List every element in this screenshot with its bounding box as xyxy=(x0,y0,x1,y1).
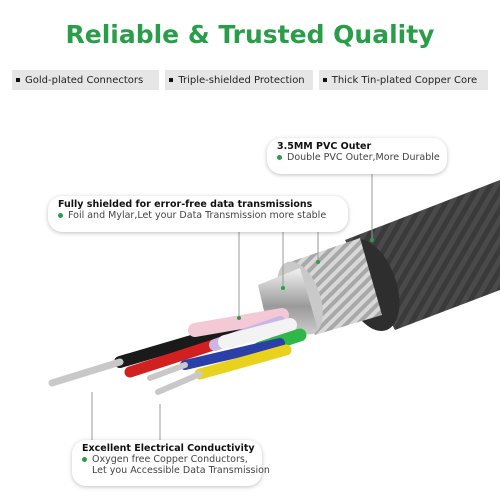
square-bullet-icon xyxy=(322,78,327,82)
callout-conductivity: Excellent Electrical Conductivity Oxygen… xyxy=(72,440,270,486)
feature-tag-connectors: Gold-plated Connectors xyxy=(12,70,160,90)
wire-yellow xyxy=(155,344,292,395)
feature-tag-shielding: Triple-shielded Protection xyxy=(165,70,313,90)
callout-pvc-outer: 3.5MM PVC Outer Double PVC Outer,More Du… xyxy=(267,138,447,174)
callout-heading: 3.5MM PVC Outer xyxy=(277,141,372,152)
feature-bar: Gold-plated Connectors Triple-shielded P… xyxy=(12,70,488,90)
callout-line: Foil and Mylar,Let your Data Transmissio… xyxy=(58,210,338,221)
callout-line: Let you Accessible Data Transmission xyxy=(92,465,270,476)
feature-label: Gold-plated Connectors xyxy=(25,74,144,86)
wire-blue xyxy=(147,338,285,381)
callout-shielding: Fully shielded for error-free data trans… xyxy=(48,196,348,232)
feature-label: Triple-shielded Protection xyxy=(178,74,305,86)
feature-label: Thick Tin-plated Copper Core xyxy=(331,74,478,86)
green-bullet-icon xyxy=(58,213,63,218)
callout-line: Oxygen free Copper Conductors, xyxy=(82,454,252,465)
green-bullet-icon xyxy=(277,155,282,160)
wire-white xyxy=(218,318,297,349)
callout-leaders xyxy=(91,170,373,446)
callout-heading: Excellent Electrical Conductivity xyxy=(82,443,255,454)
square-bullet-icon xyxy=(16,78,20,82)
green-bullet-icon xyxy=(82,457,87,462)
callout-heading: Fully shielded for error-free data trans… xyxy=(58,199,313,210)
callout-line: Double PVC Outer,More Durable xyxy=(277,152,440,163)
feature-tag-copper-core: Thick Tin-plated Copper Core xyxy=(318,70,488,90)
square-bullet-icon xyxy=(169,78,174,82)
page-title: Reliable & Trusted Quality xyxy=(65,20,435,49)
leader-dots xyxy=(237,238,374,320)
